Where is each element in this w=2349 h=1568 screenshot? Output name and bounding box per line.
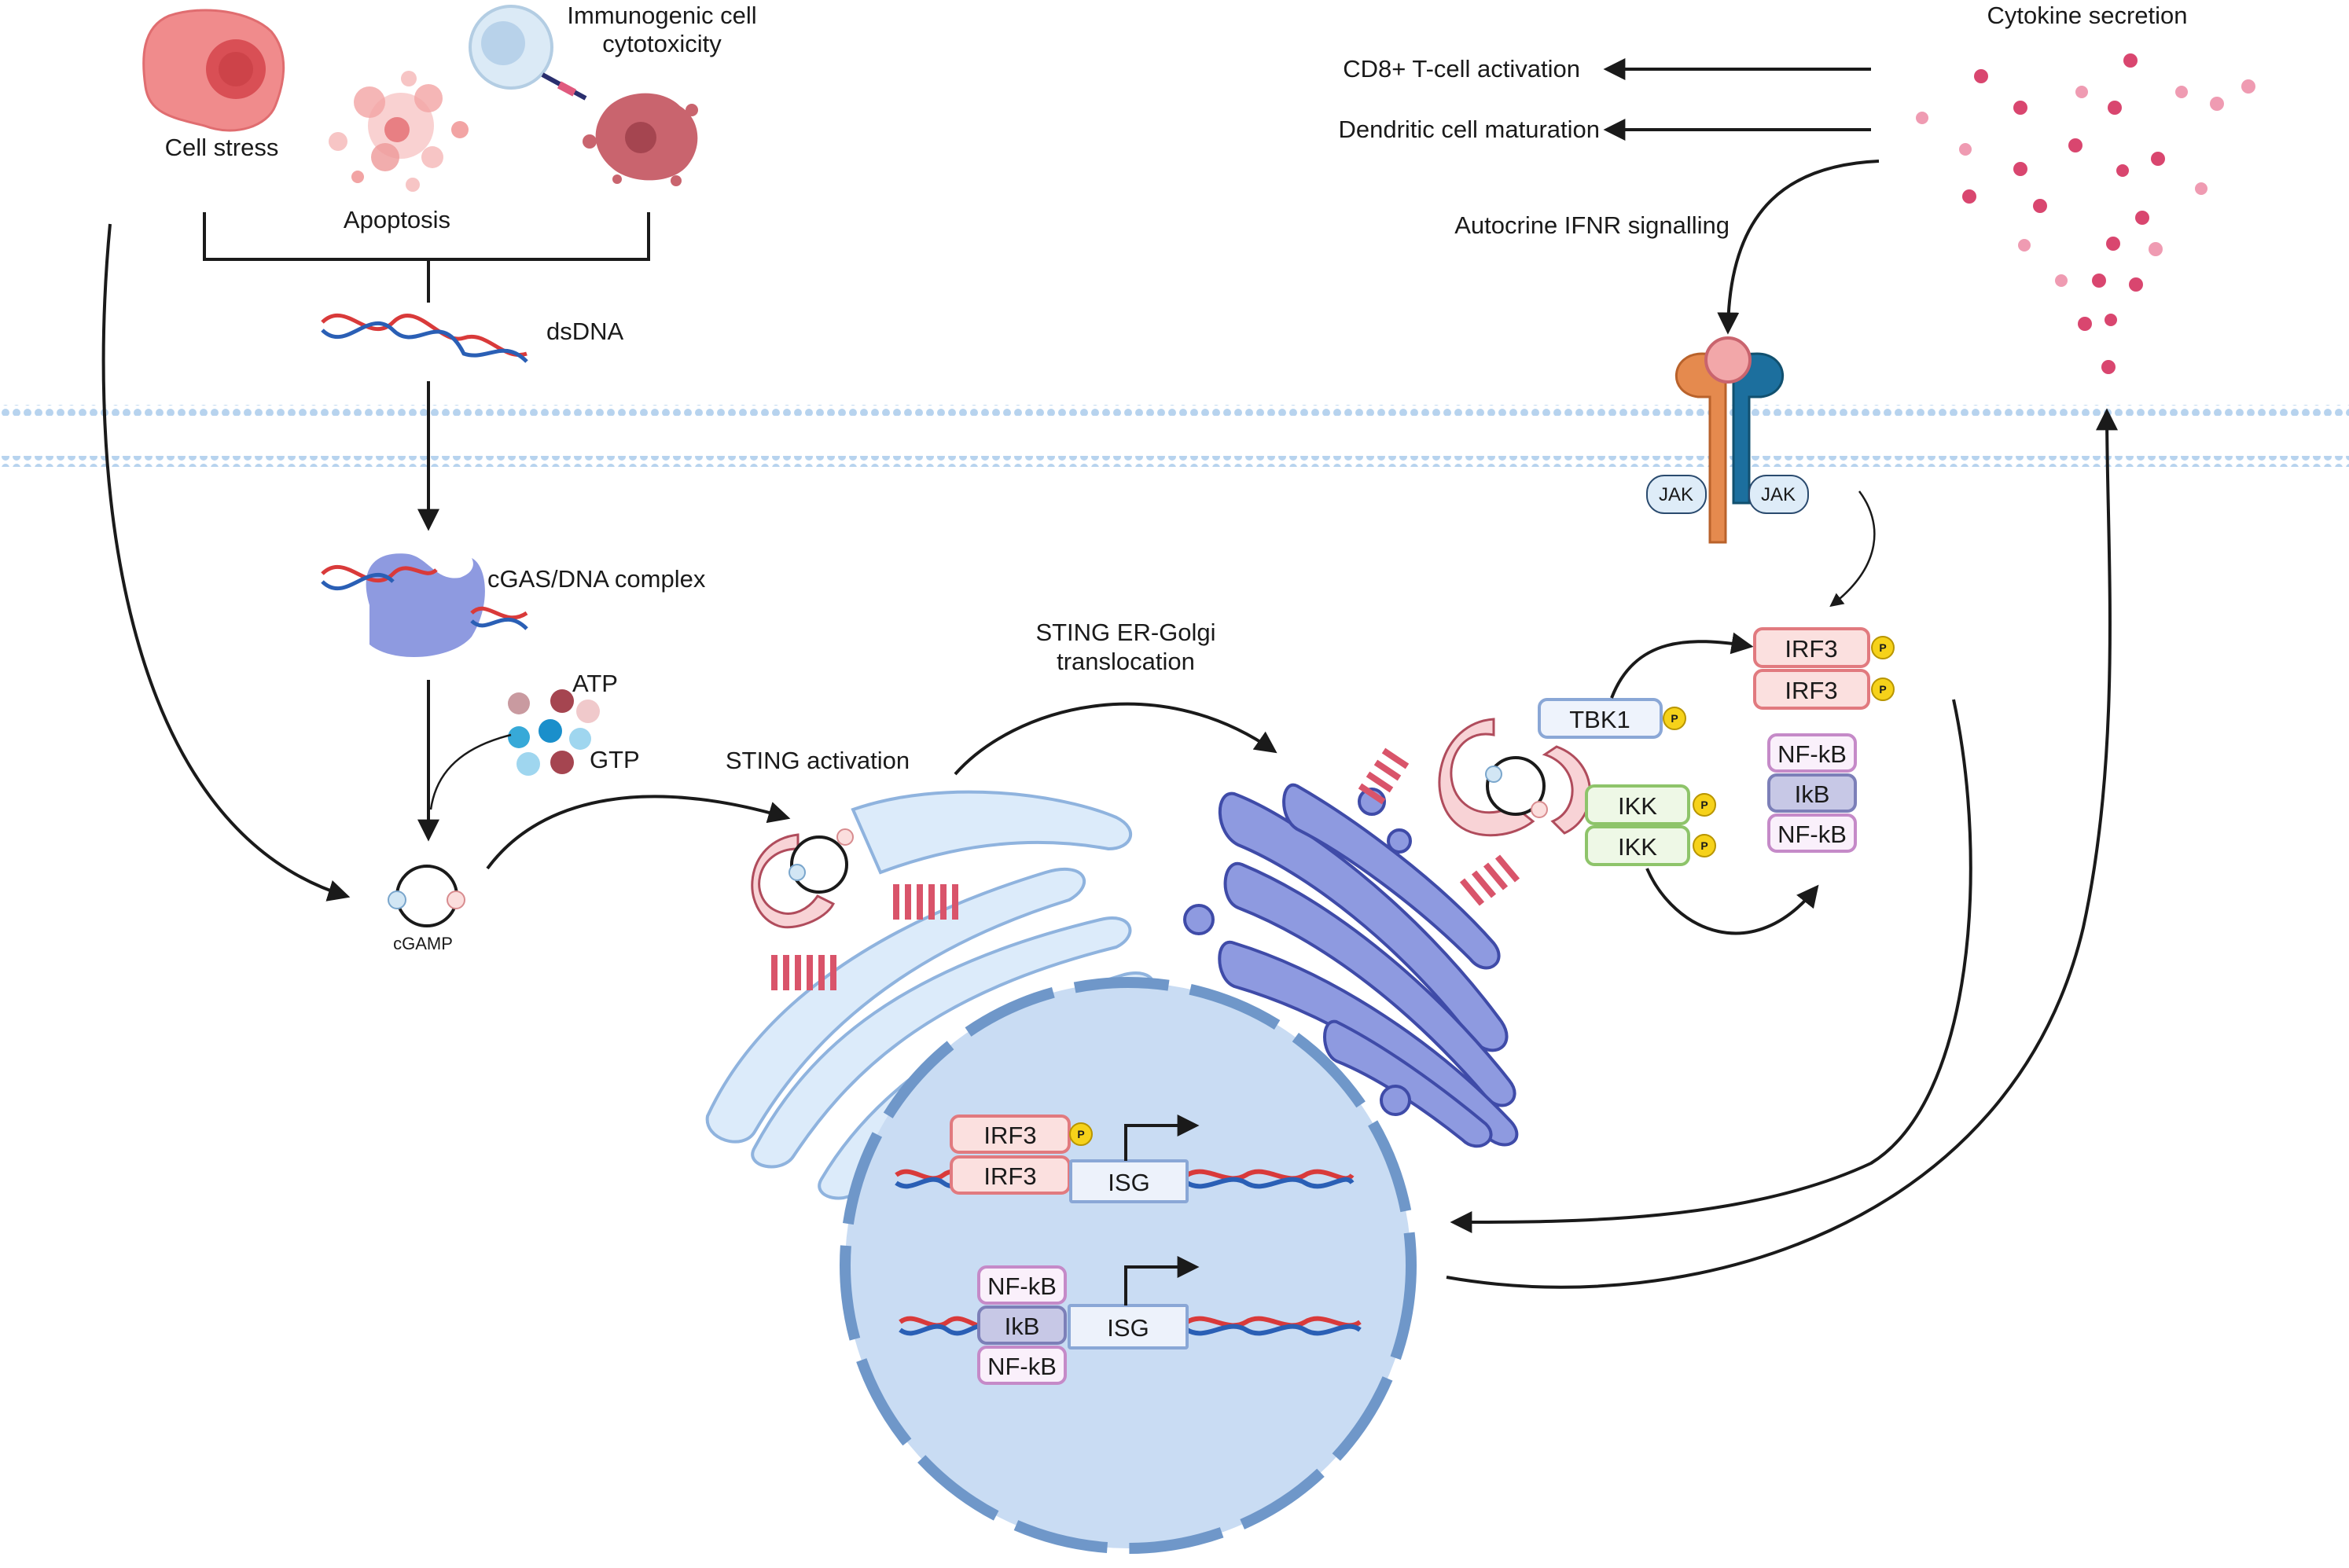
immune-cell-icon (469, 5, 587, 101)
arrow-jak-irf3 (1829, 490, 1876, 608)
cell-stress-icon (142, 9, 285, 132)
tbk1-phospho-badge: P (1663, 707, 1686, 730)
jak-left-badge: JAK (1646, 475, 1707, 514)
svg-text:IkB: IkB (1795, 780, 1830, 808)
ikb-nuclear-box: IkB (977, 1305, 1067, 1345)
svg-text:P: P (1879, 641, 1886, 654)
cgas-dna-complex-icon (321, 553, 528, 658)
svg-text:P: P (1879, 683, 1886, 696)
arrow-autocrine (1717, 160, 1880, 335)
tumor-cell-icon (583, 93, 698, 186)
irf3-cyto-box-2: IRF3 (1753, 669, 1870, 710)
irf3-nuclear-box-2: IRF3 (950, 1155, 1071, 1195)
svg-text:NF-kB: NF-kB (987, 1353, 1057, 1380)
arrow-sting-translocation (954, 702, 1277, 776)
dna-strand-2 (899, 1316, 1362, 1336)
nfkb-nuclear-box-2: NF-kB (977, 1346, 1067, 1385)
ikb-cyto-box: IkB (1767, 773, 1857, 813)
arrow-cgamp-sting (486, 795, 791, 870)
svg-text:P: P (1077, 1128, 1084, 1140)
icc-label-line1: Immunogenic cell (567, 2, 756, 29)
svg-text:JAK: JAK (1659, 484, 1693, 505)
svg-text:JAK: JAK (1761, 484, 1796, 505)
nfkb-cyto-box-2: NF-kB (1767, 813, 1857, 853)
cytokine-secretion-label: Cytokine secretion (1987, 2, 2187, 29)
irf3-cyto-phospho-2: P (1871, 678, 1895, 701)
ikk-phospho-1: P (1693, 793, 1716, 817)
ikk-box-2: IKK (1585, 825, 1690, 866)
svg-text:P: P (1671, 712, 1678, 725)
golgi-apparatus-icon (1183, 783, 1519, 1148)
arrow-irf3-nucleus (1450, 699, 1972, 1233)
svg-text:NF-kB: NF-kB (1777, 821, 1847, 848)
icc-label-line2: cytotoxicity (602, 30, 722, 57)
svg-text:NF-kB: NF-kB (1777, 740, 1847, 768)
nucleotides-icon (508, 689, 600, 776)
cytokine-dots-icon (1916, 53, 2255, 374)
svg-text:P: P (1700, 839, 1708, 852)
tbk1-box: TBK1 (1538, 698, 1663, 739)
dsdna-icon (321, 313, 528, 363)
transcription-arrow-1 (1124, 1114, 1200, 1161)
sting-golgi-protein-icon (1358, 718, 1591, 906)
sting-activation-label: STING activation (726, 747, 910, 774)
svg-text:IkB: IkB (1005, 1313, 1040, 1340)
sting-er-protein-icon (751, 828, 958, 990)
sting-translocation-label-line1: STING ER-Golgi (1035, 619, 1215, 646)
cgamp-label: cGAMP (393, 934, 453, 953)
svg-text:IRF3: IRF3 (1785, 677, 1837, 704)
svg-text:IKK: IKK (1618, 792, 1657, 820)
svg-text:NF-kB: NF-kB (987, 1272, 1057, 1300)
autocrine-label: Autocrine IFNR signalling (1454, 211, 1730, 239)
svg-text:ISG: ISG (1108, 1169, 1149, 1196)
sting-translocation-label-line2: translocation (1057, 648, 1195, 675)
stress-bracket (203, 212, 650, 303)
svg-text:ISG: ISG (1107, 1314, 1149, 1342)
nfkb-cyto-box-1: NF-kB (1767, 733, 1857, 773)
ikk-box-1: IKK (1585, 784, 1690, 825)
isg-box-2: ISG (1068, 1304, 1189, 1350)
transcription-arrow-2 (1124, 1256, 1200, 1305)
svg-text:IKK: IKK (1618, 833, 1657, 861)
apoptosis-label: Apoptosis (344, 206, 450, 233)
nfkb-nuclear-box-1: NF-kB (977, 1265, 1067, 1305)
arrow-ikk-nfkb (1645, 868, 1819, 935)
irf3-nuclear-phospho-1: P (1069, 1122, 1093, 1146)
ifn-receptor-icon (1675, 336, 1784, 544)
jak-right-badge: JAK (1748, 475, 1809, 514)
svg-text:IRF3: IRF3 (983, 1122, 1036, 1149)
cgas-label: cGAS/DNA complex (487, 565, 706, 593)
svg-text:P: P (1700, 799, 1708, 811)
ikk-phospho-2: P (1693, 834, 1716, 857)
cgamp-icon (388, 865, 465, 927)
apoptosis-icon (329, 71, 469, 192)
dc-maturation-label: Dendritic cell maturation (1338, 116, 1600, 143)
arrow-tbk1-irf3 (1610, 632, 1754, 699)
arrow-nucleus-secretion (1446, 408, 2119, 1289)
atp-label: ATP (572, 670, 618, 697)
irf3-nuclear-box-1: IRF3 (950, 1114, 1071, 1154)
svg-text:TBK1: TBK1 (1569, 706, 1630, 733)
isg-box-1: ISG (1069, 1159, 1189, 1203)
cd8-activation-label: CD8+ T-cell activation (1343, 55, 1580, 83)
dsdna-label: dsDNA (546, 318, 624, 345)
svg-text:IRF3: IRF3 (1785, 635, 1837, 663)
cell-membrane (0, 405, 2349, 467)
arrow-stress-cgamp (101, 223, 351, 902)
arrow-nucleotides-cgamp (429, 733, 512, 810)
irf3-cyto-phospho-1: P (1871, 636, 1895, 659)
irf3-cyto-box-1: IRF3 (1753, 627, 1870, 668)
cell-stress-label: Cell stress (165, 134, 279, 161)
gtp-label: GTP (590, 746, 640, 773)
svg-text:IRF3: IRF3 (983, 1162, 1036, 1190)
